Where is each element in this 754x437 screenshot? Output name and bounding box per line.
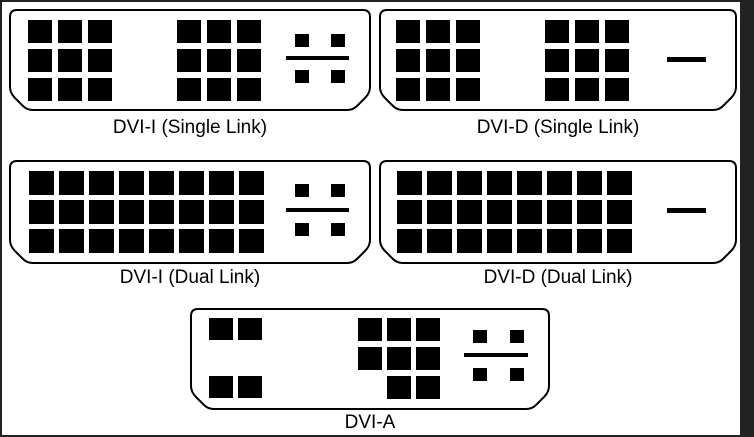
connector-dvi-i-dual — [9, 160, 371, 264]
digital-pin-grid-8x3 — [397, 171, 632, 253]
connector-shell-outline — [9, 9, 371, 111]
connector-dvi-d-dual-diagram — [379, 160, 737, 264]
caption-dvi-i-single: DVI-I (Single Link) — [112, 117, 268, 138]
pin-block-right — [358, 318, 440, 399]
caption-dvi-d-single: DVI-D (Single Link) — [476, 117, 640, 138]
analog-pins — [286, 34, 349, 83]
digital-pin-block-right — [545, 20, 629, 101]
caption-dvi-i-dual: DVI-I (Dual Link) — [119, 267, 261, 288]
digital-pin-block-left — [28, 20, 112, 101]
digital-pin-block-left — [396, 20, 480, 101]
digital-pin-grid-8x3 — [29, 171, 264, 253]
frame-top-edge — [0, 0, 754, 2]
connector-dvi-a — [190, 308, 550, 410]
caption-dvi-d-dual: DVI-D (Dual Link) — [483, 267, 633, 288]
frame-bottom-edge — [0, 435, 754, 437]
connector-shell-outline — [9, 160, 371, 264]
ground-blade — [667, 57, 706, 62]
connector-dvi-i-single-diagram — [9, 9, 371, 111]
caption-dvi-a: DVI-A — [344, 412, 396, 433]
connector-dvi-d-single-diagram — [379, 9, 737, 111]
analog-pins — [464, 330, 528, 381]
connector-dvi-d-dual — [379, 160, 737, 264]
frame-left-edge — [0, 0, 2, 437]
connector-dvi-i-single — [9, 9, 371, 111]
connector-dvi-i-dual-diagram — [9, 160, 371, 264]
frame-right-edge — [740, 0, 754, 437]
connector-shell-outline — [379, 160, 737, 264]
ground-blade — [667, 208, 706, 213]
connector-dvi-d-single — [379, 9, 737, 111]
connector-shell-outline — [379, 9, 737, 111]
analog-pins — [286, 184, 349, 236]
analog-pin-pairs-left — [209, 318, 262, 398]
connector-shell-outline — [190, 308, 550, 410]
connector-dvi-a-diagram — [190, 308, 550, 410]
digital-pin-block-right — [177, 20, 261, 101]
